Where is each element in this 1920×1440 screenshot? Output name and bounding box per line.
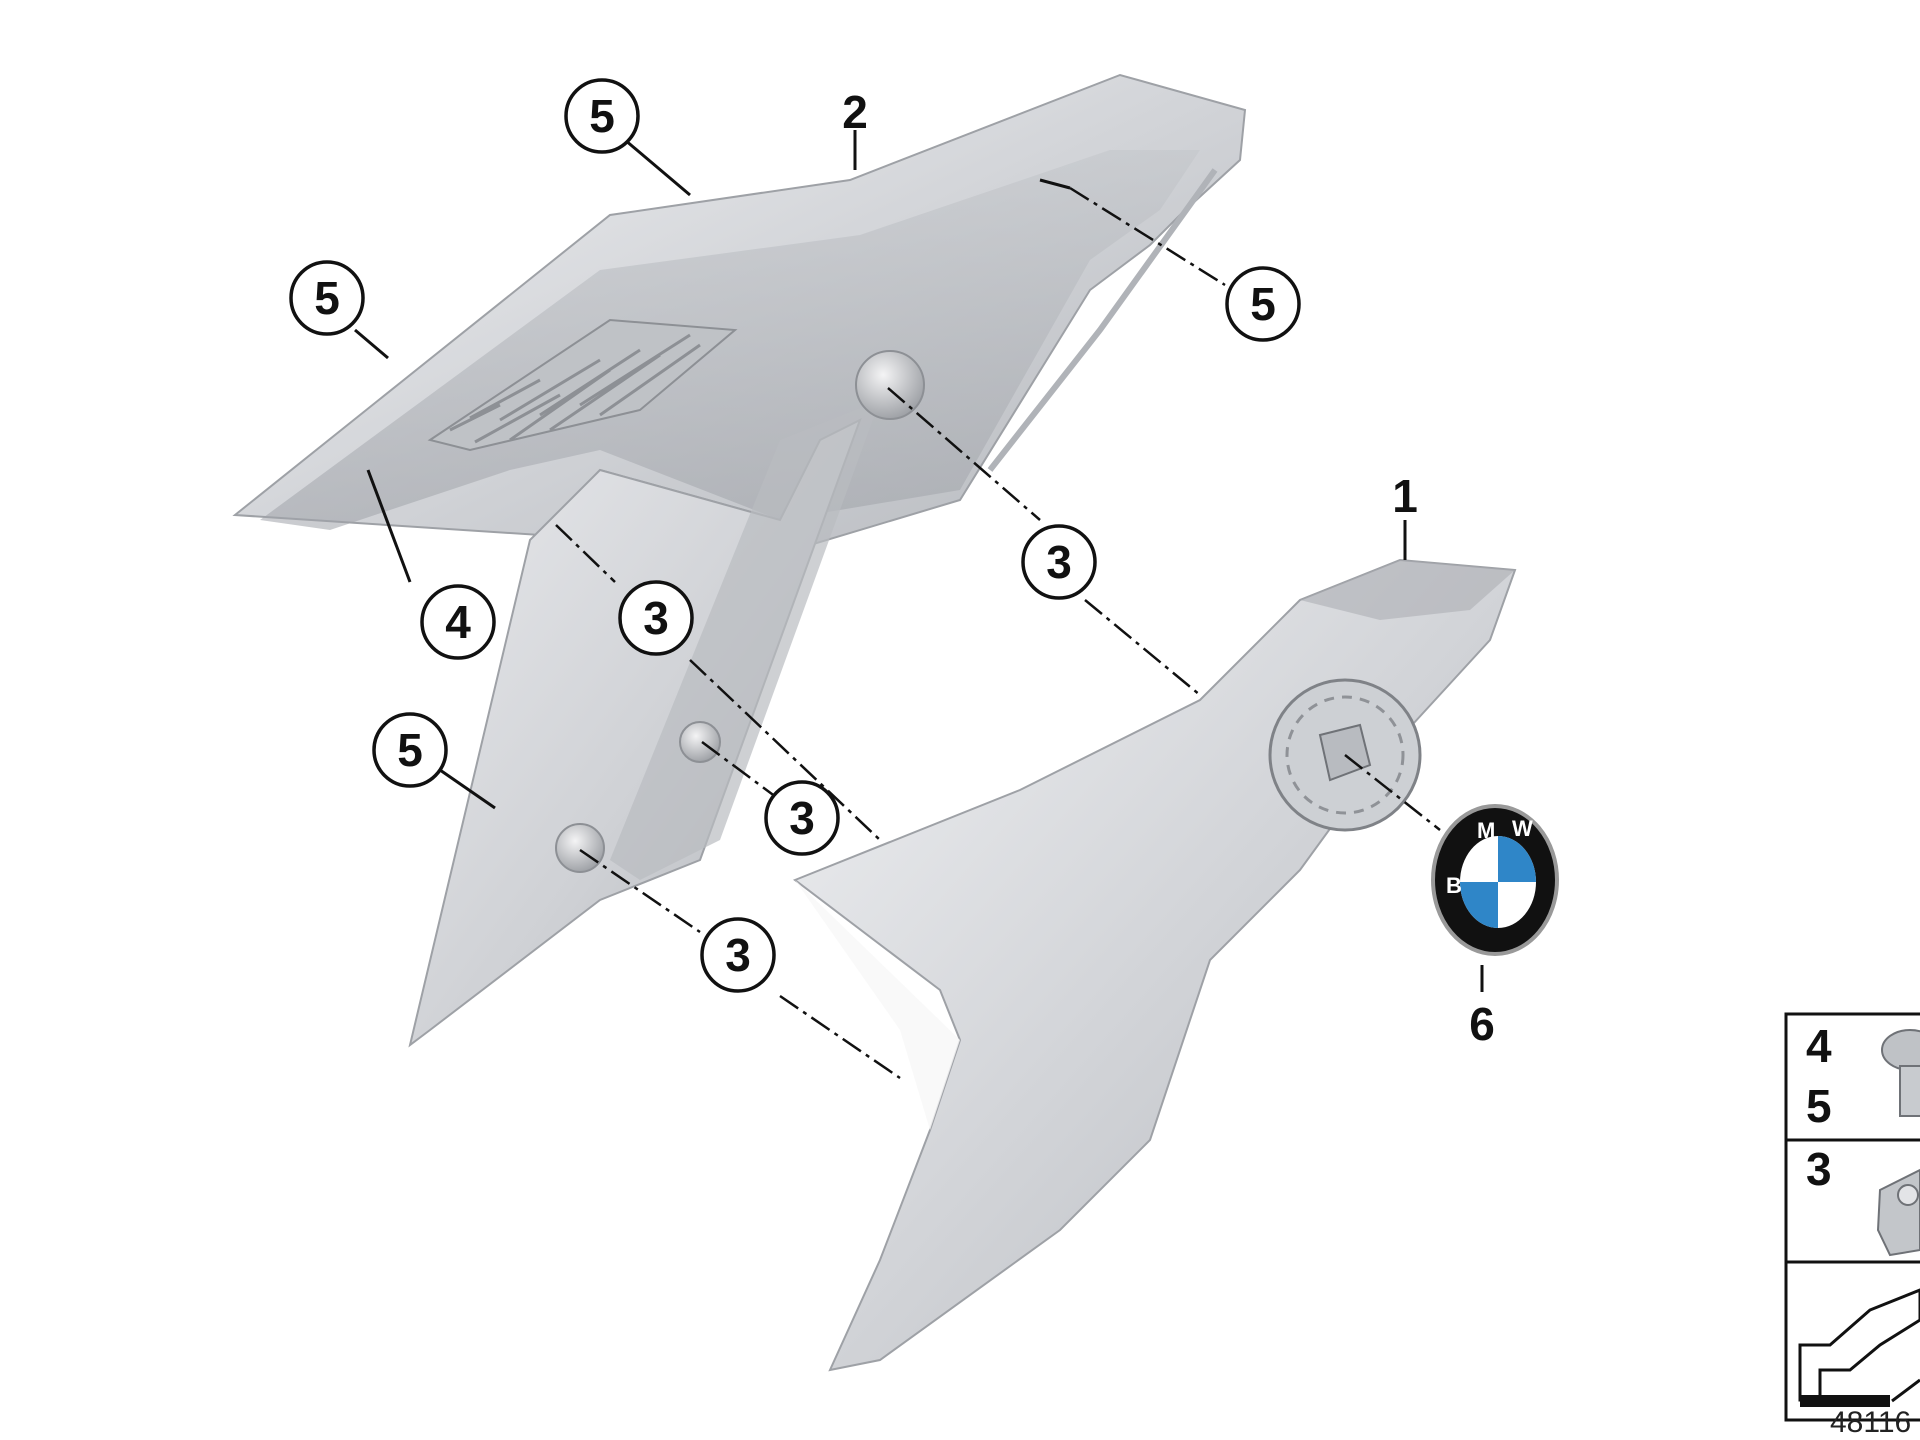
fastener-legend: 4 5 3: [1784, 1012, 1920, 1422]
callout-1: 1: [1392, 470, 1418, 522]
screw-icon: [1881, 1029, 1920, 1117]
grille: [427, 318, 738, 452]
callout-1-label: 1: [1392, 470, 1418, 522]
callout-2-label: 2: [842, 86, 868, 138]
callout-5-top: 5: [564, 78, 640, 154]
install-direction-icon: [1798, 1288, 1920, 1407]
leader-lines: [354, 130, 1484, 1080]
callout-5-lower: 5: [372, 712, 448, 788]
callout-6: 6: [1469, 998, 1495, 1050]
callout-3-upper-right-label: 3: [1046, 536, 1072, 588]
callout-5-right: 5: [1225, 266, 1301, 342]
callout-3-middle-label: 3: [789, 792, 815, 844]
emblem-mount: [1268, 678, 1422, 832]
callout-3-lower-label: 3: [725, 929, 751, 981]
legend-row1-label-4: 4: [1806, 1020, 1832, 1072]
callout-3-lower: 3: [700, 917, 776, 993]
bmw-emblem: B M W: [1431, 804, 1559, 956]
callout-6-label: 6: [1469, 998, 1495, 1050]
callout-3-upper-left-label: 3: [643, 592, 669, 644]
callout-4-label: 4: [445, 596, 471, 648]
callout-5-lower-label: 5: [397, 724, 423, 776]
part-1-panel: [792, 558, 1517, 1372]
legend-row2-label-3: 3: [1806, 1143, 1832, 1195]
callout-3-middle: 3: [764, 780, 840, 856]
clip-nut-icon: [1876, 1168, 1920, 1257]
callout-3-upper-right: 3: [1021, 524, 1097, 600]
callout-5-left-label: 5: [314, 272, 340, 324]
emblem-letter-w: W: [1512, 816, 1533, 841]
emblem-letter-b: B: [1446, 873, 1462, 898]
callout-5-left: 5: [289, 260, 365, 336]
part-2-cover: [232, 73, 1247, 1048]
callout-2: 2: [842, 86, 868, 138]
callout-5-right-label: 5: [1250, 278, 1276, 330]
legend-row1-label-5: 5: [1806, 1080, 1832, 1132]
callout-3-upper-left: 3: [618, 580, 694, 656]
drawing-number: 48116: [1830, 1406, 1911, 1439]
callout-4: 4: [420, 584, 496, 660]
emblem-letter-m: M: [1477, 818, 1495, 843]
callout-5-top-label: 5: [589, 90, 615, 142]
